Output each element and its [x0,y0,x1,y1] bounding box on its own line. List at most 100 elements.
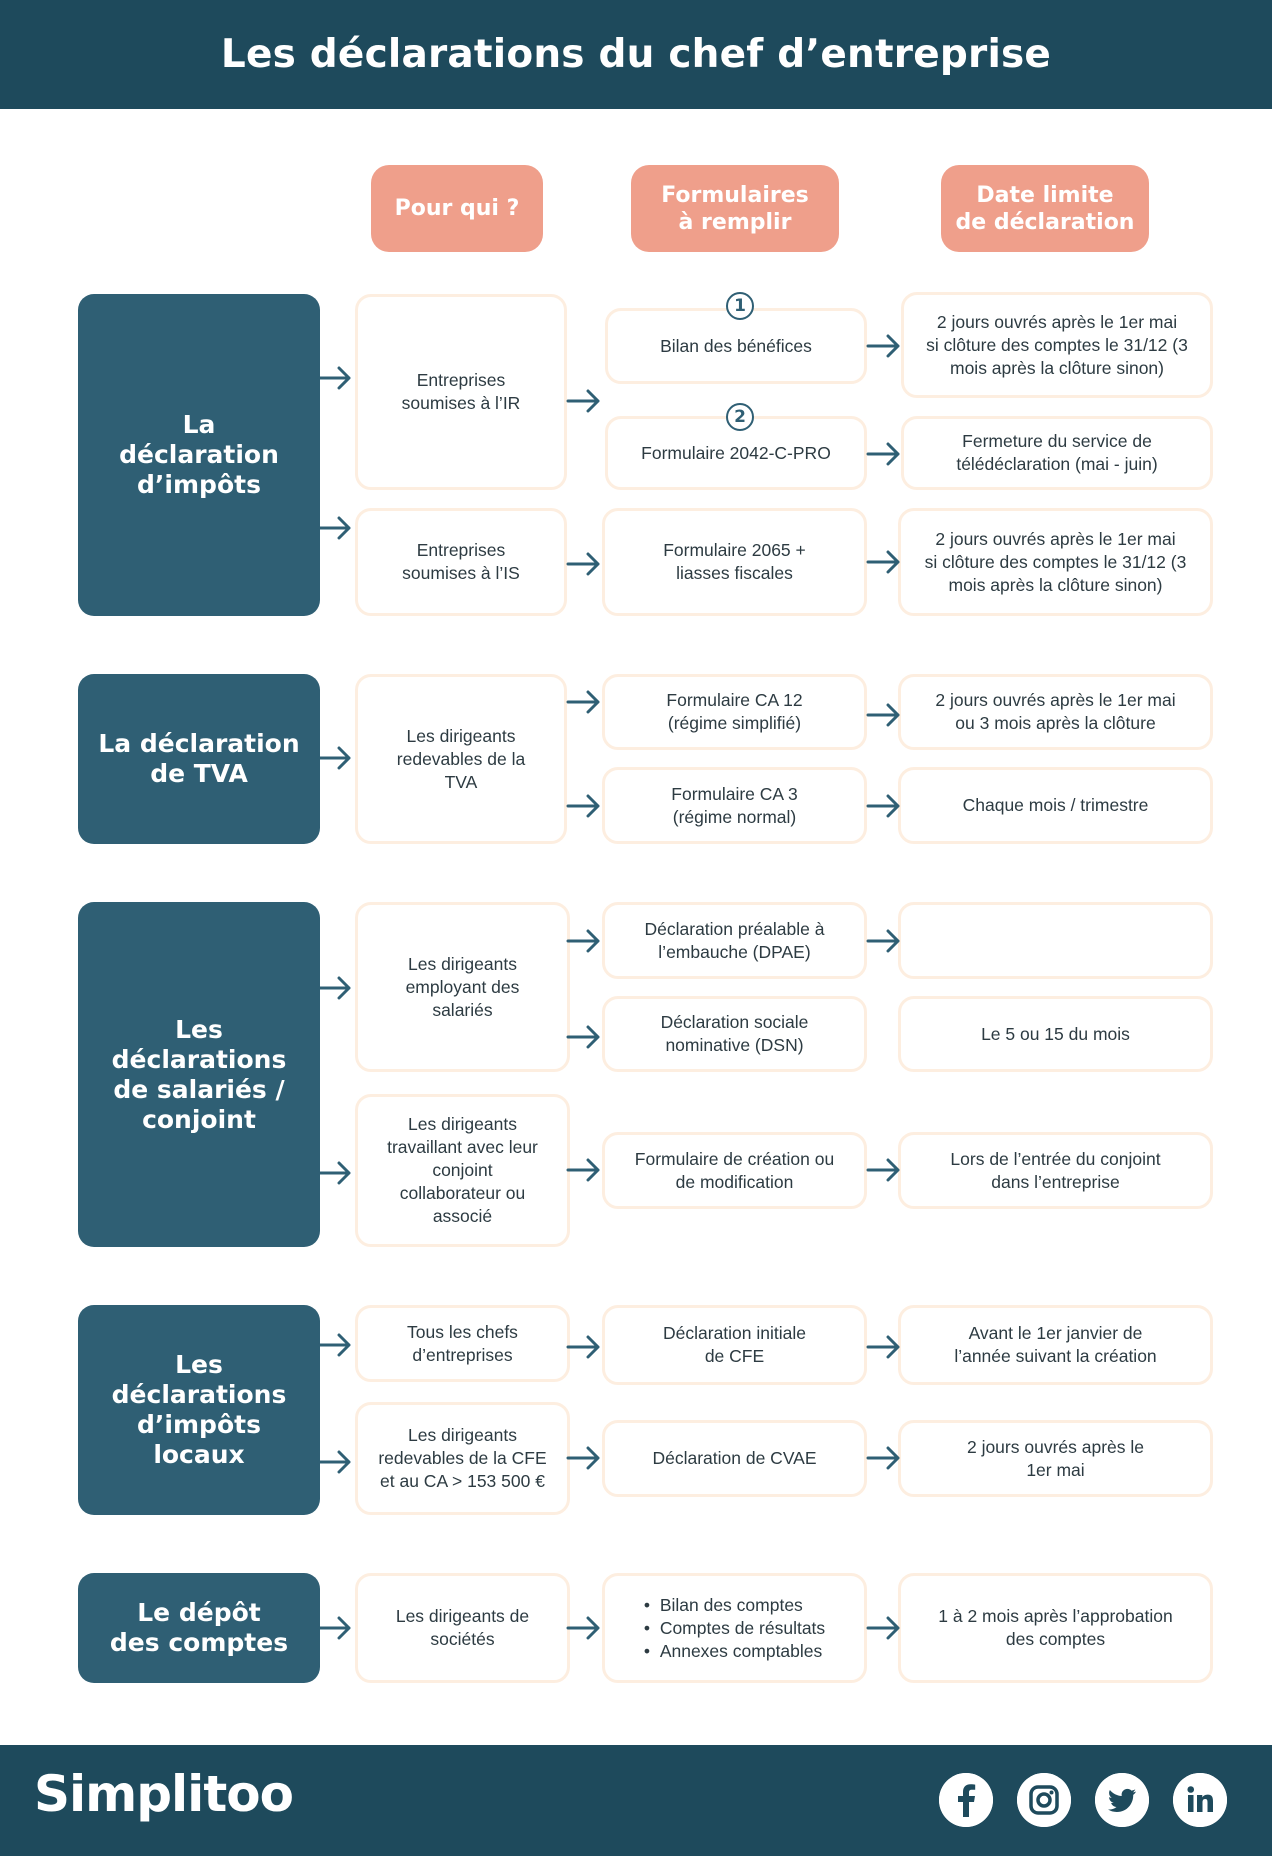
form-2042-c-pro: Formulaire 2042-C-PRO [605,416,867,490]
arrow-right-icon [317,746,351,770]
brand-logo[interactable]: Simplitoo [34,1765,294,1823]
text-line: Pour qui ? [394,196,520,221]
text-line: à remplir [678,209,792,235]
text-line: mois après la clôture sinon) [948,574,1163,595]
list-item: Comptes de résultats [644,1617,825,1640]
text-line: 2 jours ouvrés après le 1er mai [935,690,1176,710]
text-line: redevables de la [396,748,526,769]
text-line: La déclaration [98,729,300,758]
arrow-right-icon [566,1025,600,1049]
text-block: Formulaire 2065 +liasses fiscales [663,539,806,585]
instagram-icon[interactable] [1017,1773,1071,1827]
text-line: Le dépôt [137,1598,261,1627]
form-depot-items: Bilan des comptesComptes de résultatsAnn… [644,1594,825,1663]
page-title: Les déclarations du chef d’entreprise [220,32,1052,77]
text-block: Pour qui ? [395,195,520,222]
text-block: 2 jours ouvrés après le 1er mai ou 3 mois… [935,689,1175,735]
arrow-right-icon [317,1161,351,1185]
text-block: Formulaire CA 12 (régime simplifié) [666,689,802,735]
list-item: Bilan des comptes [644,1594,825,1617]
text-line: Les dirigeants [408,1425,517,1445]
step-number-badge: 1 [726,292,754,320]
date-tva-1: 2 jours ouvrés après le 1er mai ou 3 mois… [898,674,1213,750]
text-line: Date limite [976,182,1114,208]
arrow-right-icon [866,1335,900,1359]
arrow-right-icon [866,442,900,466]
form-ca12: Formulaire CA 12 (régime simplifié) [602,674,867,750]
text-line: Déclaration initiale [663,1323,806,1343]
text-line: Formulaire CA 12 [666,690,803,710]
arrow-right-icon [317,1616,351,1640]
text-line: Chaque mois / trimestre [962,795,1149,815]
text-line: Les déclarations [111,1014,287,1074]
arrow-right-icon [317,516,351,540]
text-line: Formulaire de création ou [634,1148,835,1169]
text-line: ou 3 mois après la clôture [955,713,1156,733]
arrow-right-icon [866,1446,900,1470]
text-line: redevables de la CFE [378,1448,547,1468]
text-line: mois après la clôture sinon) [950,357,1164,378]
arrow-right-icon [566,552,600,576]
text-line: Entreprises [416,540,506,560]
text-line: locaux [153,1440,245,1469]
date-dsn: Le 5 ou 15 du mois [898,996,1213,1072]
text-line: Lors de l’entrée du conjoint [950,1148,1161,1169]
text-line: Les dirigeants [408,953,517,974]
text-line: des comptes [109,1628,289,1657]
text-line: Formulaire 2042-C-PRO [641,442,831,463]
text-line: de salariés / [113,1074,285,1104]
text-line: sociétés [430,1629,495,1649]
text-line: déclaration [119,440,279,469]
text-line: Entreprises [416,370,506,390]
text-line: d’impôts [137,1410,261,1439]
arrow-right-icon [866,1158,900,1182]
text-line: travaillant avec leur [387,1137,538,1157]
text-line: collaborateur ou [399,1183,526,1203]
text-line: d’entreprises [412,1344,513,1365]
facebook-icon[interactable] [939,1773,993,1827]
text-line: de TVA [150,759,248,788]
text-line: Les dirigeants [406,725,516,746]
linkedin-icon[interactable] [1173,1773,1227,1827]
arrow-right-icon [566,1158,600,1182]
arrow-right-icon [566,1616,600,1640]
text-line: si clôture des comptes le 31/12 (3 [926,334,1188,355]
text-line: soumises à l’IS [402,563,520,583]
step-number-badge: 2 [726,403,754,431]
text-line: de déclaration [955,209,1135,235]
text-line: associé [432,1206,493,1226]
text-line: 2 jours ouvrés après le 1er mai [935,528,1176,549]
text-line: (régime simplifié) [667,713,802,733]
text-line: dans l’entreprise [991,1171,1120,1192]
form-bilan-benefices: Bilan des bénéfices [605,308,867,384]
text-line: conjoint [432,1160,493,1180]
text-line: Le 5 ou 15 du mois [981,1023,1130,1044]
text-line: Formulaire CA 3 [671,783,798,804]
twitter-icon[interactable] [1095,1773,1149,1827]
